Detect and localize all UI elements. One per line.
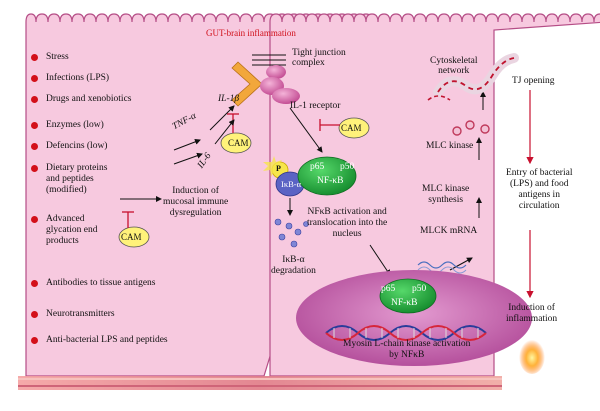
cam-label-top: CAM <box>228 138 249 148</box>
factor-label: Defencins (low) <box>46 141 108 151</box>
factor-bullet <box>31 122 38 129</box>
factor-label: Neurotransmitters <box>46 309 115 319</box>
myosin-label: Myosin L-chain kinase activation by NFκB <box>343 339 471 360</box>
ikb-label: IκB-α <box>281 179 302 189</box>
nfkb-activation-label: NFκB activation and translocation into t… <box>307 207 388 239</box>
induction-inflammation-label: Induction of inflammation <box>506 303 558 324</box>
factor-bullet <box>31 311 38 318</box>
nfkb-nuclear <box>379 278 437 314</box>
mlc-kinase-beads <box>452 120 490 136</box>
cam-oval-top <box>220 132 252 154</box>
factor-label: Stress <box>46 52 69 62</box>
tj-opening-label: TJ opening <box>512 76 555 86</box>
factor-bullet <box>31 96 38 103</box>
factor-label: Infections (LPS) <box>46 73 110 83</box>
ikb-degradation-label: IκB-α degradation <box>271 255 316 276</box>
mlc-kinase-label: MLC kinase <box>426 141 474 151</box>
p50-label: p50 <box>340 162 355 172</box>
factor-bullet <box>31 143 38 150</box>
il1-receptor <box>260 65 300 104</box>
il1-receptor-label: IL-1 receptor <box>290 101 341 111</box>
cytoskeletal-network <box>427 53 519 101</box>
cam-label-left: CAM <box>121 232 142 242</box>
mlck-mrna-label: MLCK mRNA <box>420 226 478 236</box>
factor-label: Enzymes (low) <box>46 120 104 130</box>
factor-bullet <box>31 75 38 82</box>
factor-bullet <box>31 337 38 344</box>
nucleus <box>296 270 532 366</box>
factor-label: Dietary proteins and peptides (modified) <box>46 163 108 195</box>
cytoskeletal-label: Cytoskeletal network <box>430 56 478 76</box>
diagram-title: GUT-brain inflammation <box>206 28 296 38</box>
entry-label: Entry of bacterial (LPS) and food antige… <box>506 168 573 211</box>
tight-junction-lines <box>252 54 286 66</box>
mlc-kinase-synthesis-label: MLC kinase synthesis <box>422 184 470 205</box>
factor-label: Antibodies to tissue antigens <box>46 278 156 288</box>
pathway-arrows <box>287 91 486 276</box>
factor-label: Advanced glycation end products <box>46 214 98 246</box>
factor-bullet <box>31 165 38 172</box>
cam-oval-left <box>118 226 150 248</box>
p50-nuclear-label: p50 <box>412 284 427 294</box>
ikb-fragments <box>274 218 309 248</box>
il1b-label: IL-1β <box>218 94 240 104</box>
factor-bullet <box>31 216 38 223</box>
p65-label: p65 <box>310 162 325 172</box>
factor-label: Anti-bacterial LPS and peptides <box>46 335 168 345</box>
inflammation-glow <box>519 338 545 374</box>
nfkb-label: NF-κB <box>317 176 344 186</box>
factor-bullet <box>31 54 38 61</box>
cam-label-right: CAM <box>341 123 362 133</box>
phosphate-label: P <box>276 164 281 173</box>
mrna-strand <box>417 261 467 269</box>
factor-bullet <box>31 280 38 287</box>
nfkb-cytoplasm-complex <box>263 156 357 197</box>
dna-helix <box>325 325 487 341</box>
cam-oval-right <box>338 117 370 139</box>
factor-label: Drugs and xenobiotics <box>46 94 132 104</box>
tight-junction-label: Tight junction complex <box>292 48 346 68</box>
p65-nuclear-label: p65 <box>381 284 396 294</box>
induction-label: Induction of mucosal immune dysregulatio… <box>163 186 229 218</box>
cytokine-arrows <box>120 105 235 202</box>
nfkb-nuclear-label: NF-κB <box>391 298 418 308</box>
